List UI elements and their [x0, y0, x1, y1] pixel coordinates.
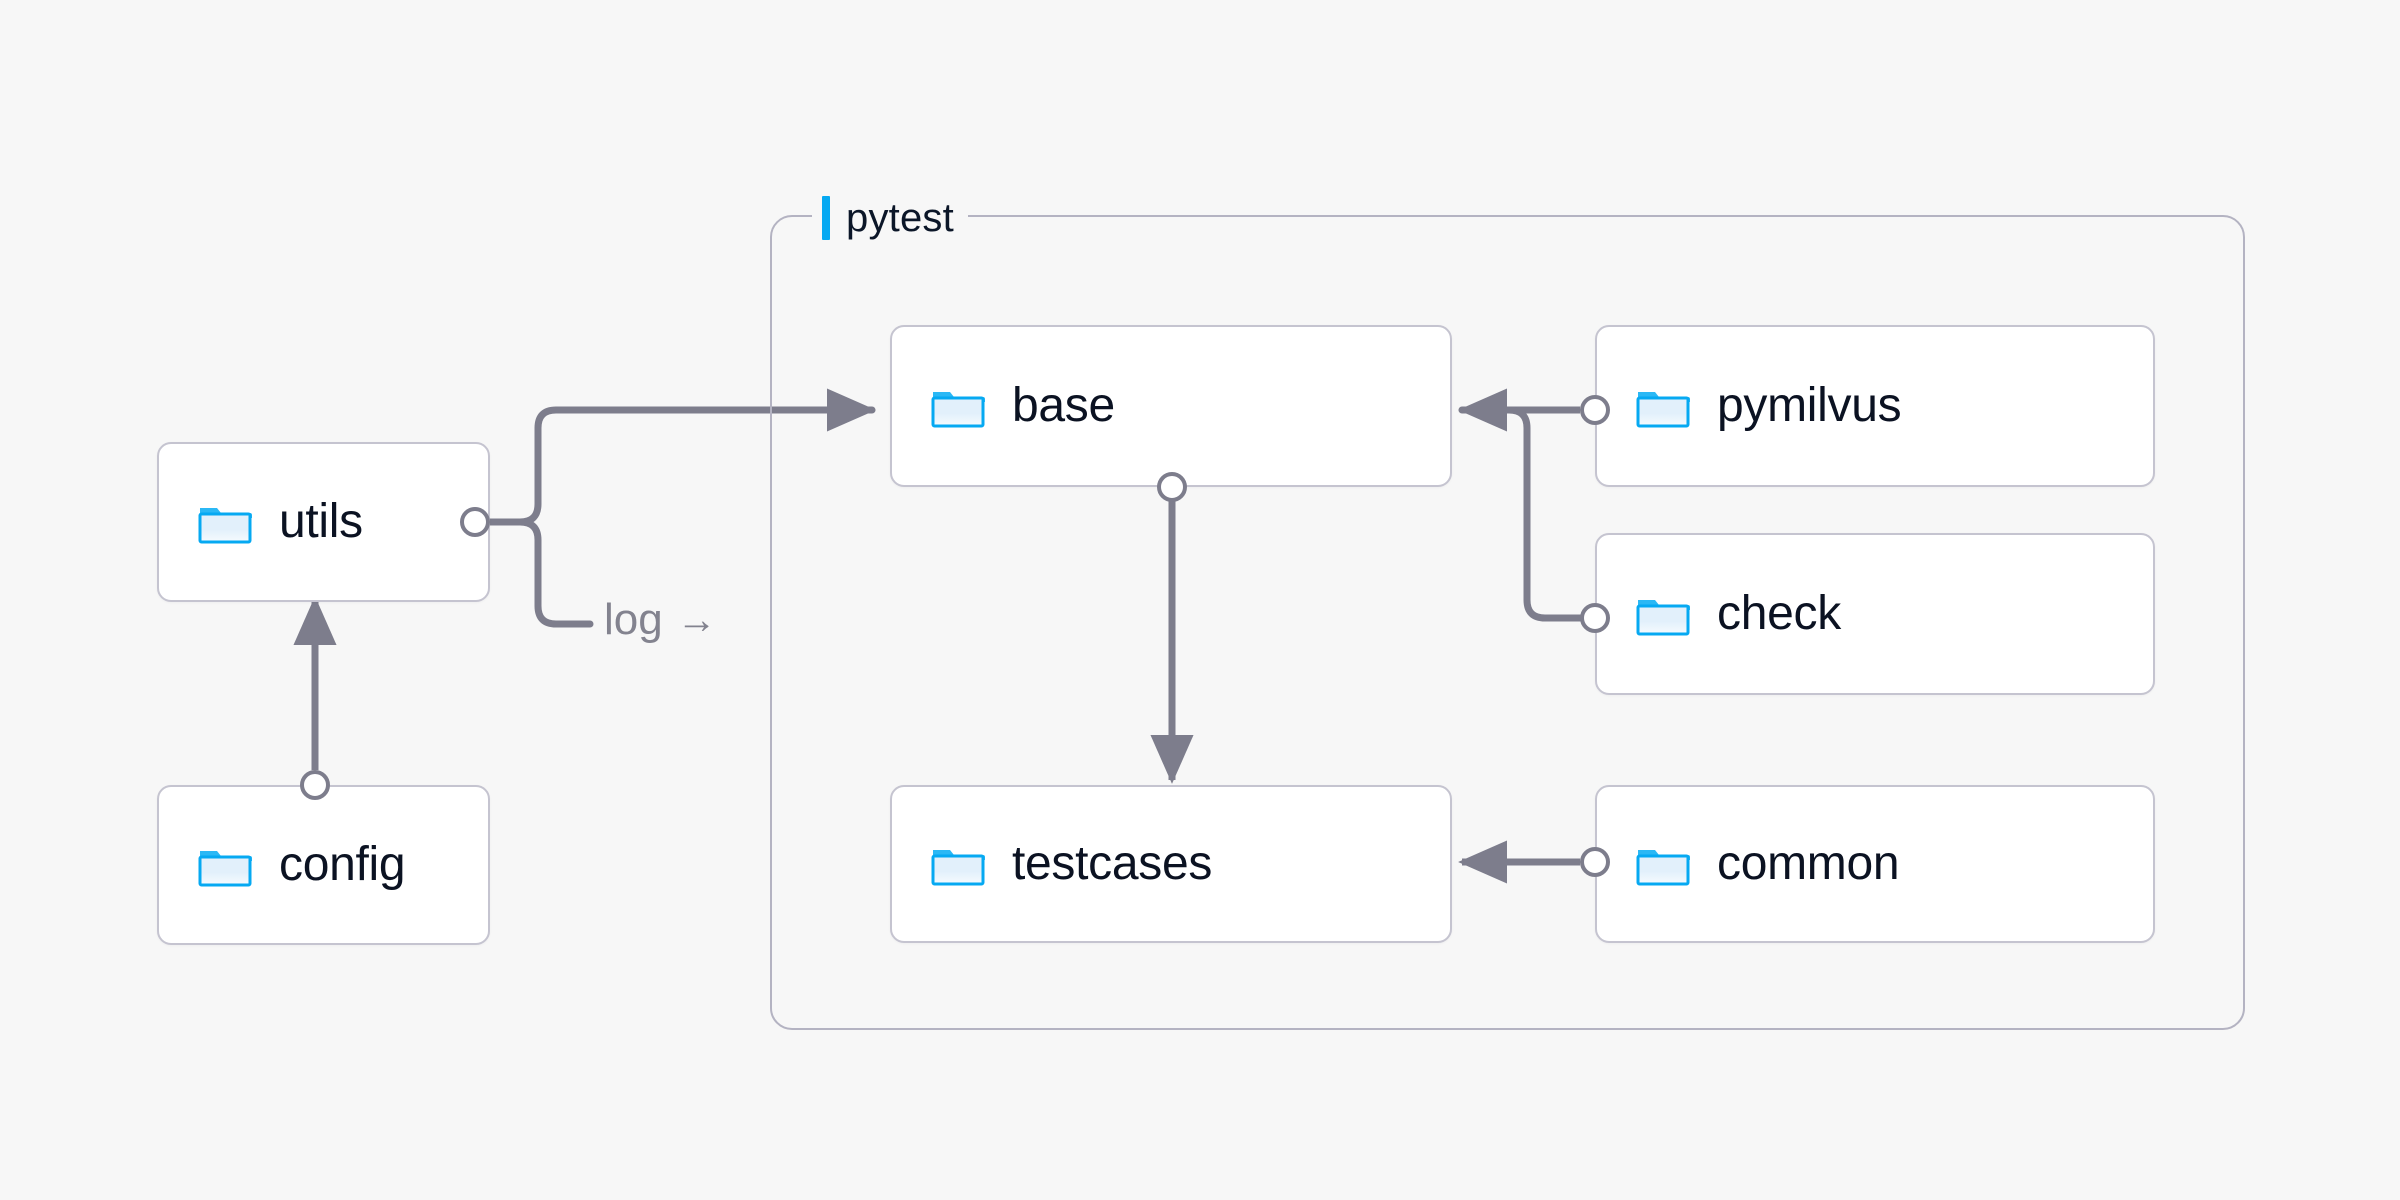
port-check-left[interactable]: [1580, 603, 1610, 633]
node-pymilvus[interactable]: pymilvus: [1595, 325, 2155, 487]
folder-icon: [1636, 850, 1690, 886]
node-label: pymilvus: [1717, 379, 1902, 432]
edge-label-log-text: log: [604, 595, 663, 644]
node-common[interactable]: common: [1595, 785, 2155, 943]
node-label: config: [279, 838, 406, 891]
port-utils-right[interactable]: [460, 507, 490, 537]
node-label: common: [1717, 837, 1900, 890]
node-utils[interactable]: utils: [157, 442, 490, 602]
folder-icon: [1636, 600, 1690, 636]
node-check[interactable]: check: [1595, 533, 2155, 695]
group-label-text: pytest: [846, 195, 954, 240]
node-testcases[interactable]: testcases: [890, 785, 1452, 943]
node-config[interactable]: config: [157, 785, 490, 945]
port-config-top[interactable]: [300, 770, 330, 800]
folder-icon: [198, 851, 252, 887]
group-accent-bar: [822, 196, 830, 240]
port-base-bottom[interactable]: [1157, 472, 1187, 502]
port-common-left[interactable]: [1580, 847, 1610, 877]
port-pymilvus-left[interactable]: [1580, 395, 1610, 425]
node-label: utils: [279, 495, 363, 548]
edge-label-log: log →: [604, 598, 717, 642]
group-container-pytest: [770, 215, 2245, 1030]
folder-icon: [1636, 392, 1690, 428]
node-label: base: [1012, 379, 1115, 432]
arrow-right-icon: →: [676, 598, 717, 642]
node-label: check: [1717, 587, 1841, 640]
folder-icon: [931, 392, 985, 428]
folder-icon: [198, 508, 252, 544]
node-base[interactable]: base: [890, 325, 1452, 487]
node-label: testcases: [1012, 837, 1213, 890]
folder-icon: [931, 850, 985, 886]
edge-utils-log: [486, 518, 594, 628]
group-label-pytest: pytest: [812, 192, 968, 244]
